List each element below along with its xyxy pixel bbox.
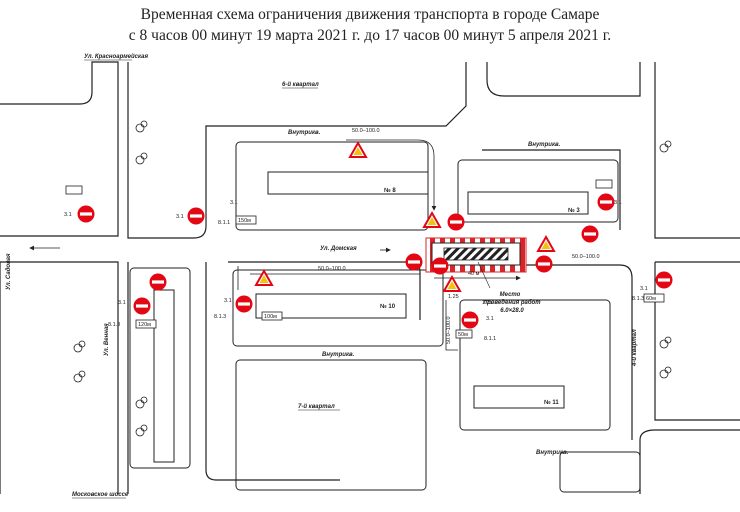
sign-code: 8.1.3 xyxy=(632,296,644,302)
buildings xyxy=(153,171,589,463)
building-number-3: № 3 xyxy=(568,207,580,214)
road-network xyxy=(0,61,740,494)
no-entry-icon xyxy=(581,225,599,243)
work-site-label-2: проведения работ xyxy=(483,299,541,306)
no-entry-icon xyxy=(235,295,253,313)
distance-plate-text: 100м xyxy=(264,314,277,320)
no-entry-icon xyxy=(187,207,205,225)
building-number-8: № 8 xyxy=(384,187,396,194)
distance-plate-text: 60м xyxy=(646,296,656,302)
sign-code: 3.1 xyxy=(614,200,622,206)
roadwork-warning-icon xyxy=(349,142,367,158)
no-entry-icon xyxy=(431,257,449,275)
sign-code: 8.1.1 xyxy=(218,220,230,226)
no-entry-icon xyxy=(77,205,95,223)
street-vennaya: Ул. Венная xyxy=(104,323,110,356)
sign-code: 8.1.3 xyxy=(214,314,226,320)
internal-road-label: Внутрикв. xyxy=(288,130,321,136)
internal-road-label: Внутрикв. xyxy=(528,142,561,148)
street-domskaya: Ул. Домская xyxy=(320,246,357,252)
sign-code: 3.1 xyxy=(486,316,494,322)
building-number-10: № 10 xyxy=(380,303,396,310)
sign-code: 8.1.1 xyxy=(484,336,496,342)
street-krasnoarmeyskaya: Ул. Красноармейская xyxy=(84,53,148,60)
sign-code: 1.25 xyxy=(448,294,459,300)
sign-code: 1.25 xyxy=(482,300,493,306)
no-entry-icon xyxy=(133,297,151,315)
distance-plate-text: 150м xyxy=(238,218,251,224)
distance-range: 50.0–100.0 xyxy=(352,128,380,134)
sign-code: 3.1 xyxy=(176,214,184,220)
detour-arrows xyxy=(29,139,458,351)
sign-code: 3.1 xyxy=(224,298,232,304)
distance-plate-text: 50м xyxy=(458,332,468,338)
no-entry-icon xyxy=(655,271,673,289)
roadwork-warning-icon xyxy=(443,276,461,292)
internal-road-label: Внутрикв. xyxy=(536,450,569,456)
internal-road-label: Внутрикв. xyxy=(322,352,355,358)
no-entry-icon xyxy=(535,255,553,273)
distance-plates xyxy=(65,179,665,339)
no-entry-icon xyxy=(447,213,465,231)
work-site-label-1: Место xyxy=(500,292,521,298)
sign-code: 3.1 xyxy=(230,200,238,206)
quarter-6: 6-й квартал xyxy=(282,81,319,88)
no-entry-icon xyxy=(597,193,615,211)
street-sadovaya: Ул. Садовая xyxy=(6,253,12,290)
no-entry-icon xyxy=(461,311,479,329)
distance-range: 50.0–100.0 xyxy=(318,266,346,272)
sign-code: 3.1 xyxy=(640,286,648,292)
work-site xyxy=(425,237,527,273)
map-title-line1: Временная схема ограничения движения тра… xyxy=(140,6,600,23)
no-entry-icon xyxy=(149,273,167,291)
quarter-4: 4-й квартал xyxy=(631,329,638,367)
map-title-line2: с 8 часов 00 минут 19 марта 2021 г. до 1… xyxy=(128,27,612,44)
roadwork-warning-icon xyxy=(423,212,441,228)
distance-plate-text: 120м xyxy=(138,322,151,328)
roadwork-warning-icon xyxy=(537,236,555,252)
trees xyxy=(73,120,672,437)
distance-range: 50.0–100.0 xyxy=(572,254,600,260)
building-number-11: № 11 xyxy=(544,399,559,406)
work-site-label-3: 6.0×28.0 xyxy=(500,308,524,314)
quarter-7: 7-й квартал xyxy=(298,403,335,410)
no-entry-icon xyxy=(405,253,423,271)
sign-code: 3.1 xyxy=(118,300,126,306)
roadwork-warning-icon xyxy=(255,270,273,286)
street-moskovskoe: Московское шоссе xyxy=(72,492,129,498)
sign-code: 3.1 xyxy=(64,212,72,218)
sign-code: 8.1.3 xyxy=(108,322,120,328)
distance-range: 50.0–100.0 xyxy=(446,316,452,344)
work-site-length: 40 м xyxy=(468,271,480,277)
quarter-blocks xyxy=(129,141,641,493)
